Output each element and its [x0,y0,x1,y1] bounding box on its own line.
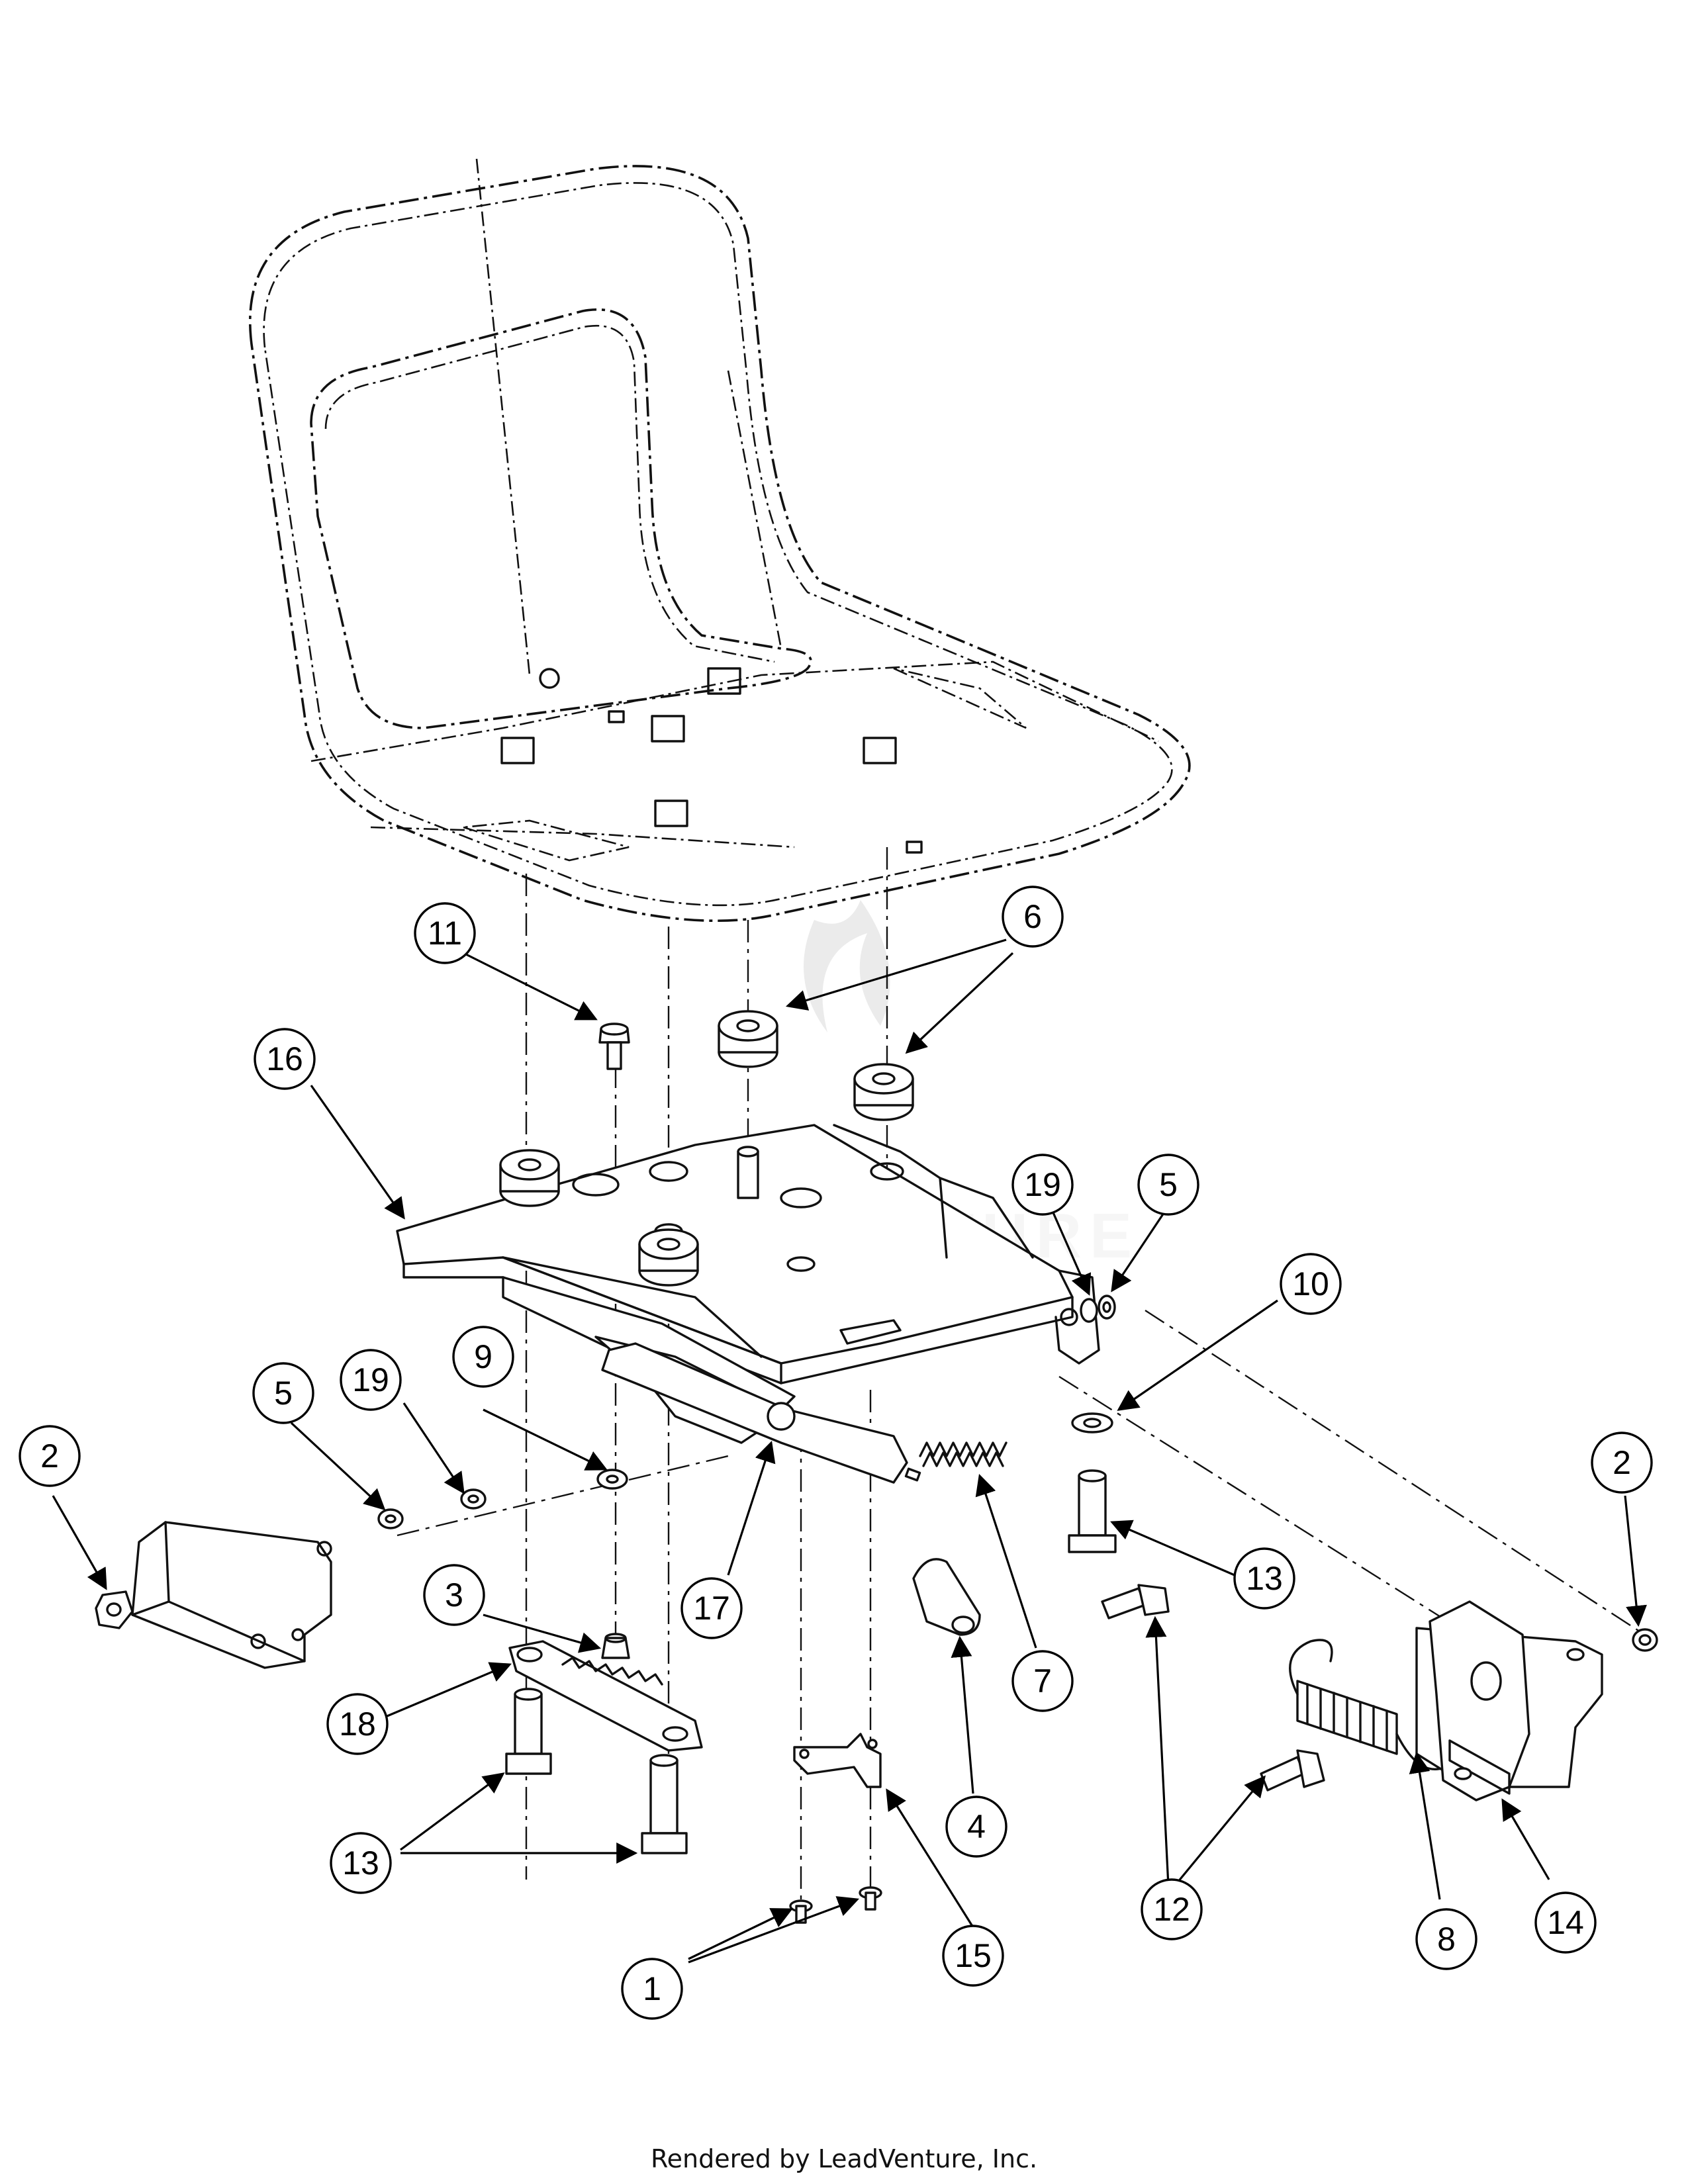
callout-label: 5 [1159,1166,1178,1203]
callout-13-right: 13 [1233,1547,1295,1610]
callout-label: 14 [1547,1904,1584,1941]
callout-18: 18 [326,1693,389,1755]
slide-rail [601,1342,921,1484]
callout-2-left: 2 [19,1425,81,1487]
handle-grip [912,1558,981,1636]
washers-left [377,1488,487,1529]
callout-label: 10 [1292,1265,1329,1302]
hex-bolt-12-lower [1260,1749,1325,1792]
callout-label: 9 [474,1338,492,1375]
callout-2-right: 2 [1591,1432,1653,1494]
callout-label: 2 [1613,1444,1631,1481]
callout-label: 13 [1246,1560,1283,1597]
compression-spring [919,1441,1008,1467]
callout-16: 16 [254,1028,316,1090]
screws [789,1886,882,1924]
callout-label: 1 [643,1970,661,2007]
callout-5-left: 5 [252,1362,314,1424]
callout-19-right: 19 [1011,1154,1074,1216]
callout-label: 2 [40,1437,59,1475]
seat [248,158,1191,923]
callout-leaders [52,938,1647,1964]
pivot-bracket-left [131,1521,332,1669]
callout-3: 3 [423,1564,485,1626]
callout-7: 7 [1011,1650,1074,1712]
footer-credit: Rendered by LeadVenture, Inc. [650,2144,1038,2173]
callout-label: 5 [274,1375,293,1412]
callout-5-right: 5 [1137,1154,1199,1216]
callout-label: 8 [1437,1921,1456,1958]
callout-label: 13 [342,1844,379,1882]
callout-label: 11 [428,915,462,952]
callout-14: 14 [1534,1891,1597,1954]
shoulder-bolts-left [505,1688,688,1854]
callout-label: 16 [266,1040,303,1077]
callout-9: 9 [452,1326,514,1388]
shoulder-bolt-small [598,1023,630,1070]
callout-label: 15 [955,1937,992,1974]
callout-label: 3 [445,1576,463,1614]
callout-label: 19 [352,1361,389,1398]
callout-label: 19 [1024,1166,1061,1203]
callout-6: 6 [1002,886,1064,948]
washer-and-nut-center [596,1469,630,1659]
callout-17: 17 [680,1577,743,1639]
callout-12: 12 [1141,1878,1203,1940]
adjuster-plate [508,1640,703,1752]
callout-10: 10 [1280,1253,1342,1315]
callout-label: 18 [339,1706,376,1743]
callout-label: 17 [693,1590,730,1627]
callout-label: 7 [1033,1662,1052,1700]
callout-8: 8 [1415,1908,1477,1970]
callout-label: 12 [1153,1891,1190,1928]
washers-right [1080,1295,1116,1323]
hex-nut-right [1632,1628,1658,1652]
callout-1: 1 [621,1958,683,2020]
callout-label: 6 [1023,898,1042,935]
hex-bolt-12-upper [1101,1584,1170,1619]
seat-grommets [499,1010,914,1287]
callout-19-left: 19 [340,1349,402,1411]
retaining-clip [793,1733,882,1788]
callout-4: 4 [945,1796,1008,1858]
callout-15: 15 [942,1925,1004,1987]
callout-13-left: 13 [330,1832,392,1894]
callout-11: 11 [414,902,476,964]
washer-and-bolt-right [1068,1412,1117,1553]
pivot-bracket-right [1415,1600,1603,1801]
hex-nut-left [95,1590,134,1629]
callout-label: 4 [967,1808,986,1845]
